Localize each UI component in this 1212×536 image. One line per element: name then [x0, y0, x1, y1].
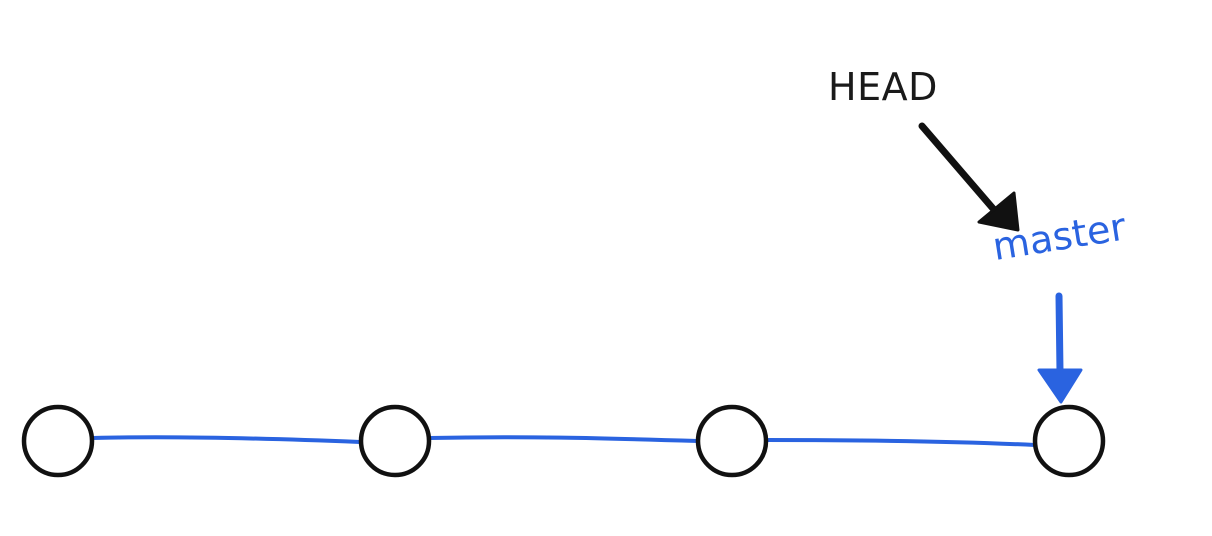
- master-arrow: [1037, 292, 1083, 404]
- commit-node-4: [1032, 404, 1106, 478]
- commit-link-3-4: [765, 438, 1037, 447]
- commit-node-3: [695, 404, 769, 478]
- commit-node-2: [358, 404, 432, 478]
- head-arrow-shaft: [918, 122, 1000, 216]
- head-label: HEAD: [828, 65, 938, 109]
- commit-link-1-2: [91, 435, 362, 444]
- head-arrow: [918, 122, 1020, 232]
- commit-nodes: [21, 404, 1106, 478]
- head-arrow-tip: [977, 191, 1020, 232]
- commit-node-1: [21, 404, 95, 478]
- commit-link-2-3: [428, 435, 700, 443]
- branch-history-line: [91, 435, 1037, 447]
- master-arrow-shaft: [1055, 292, 1064, 376]
- master-arrow-tip: [1037, 368, 1083, 404]
